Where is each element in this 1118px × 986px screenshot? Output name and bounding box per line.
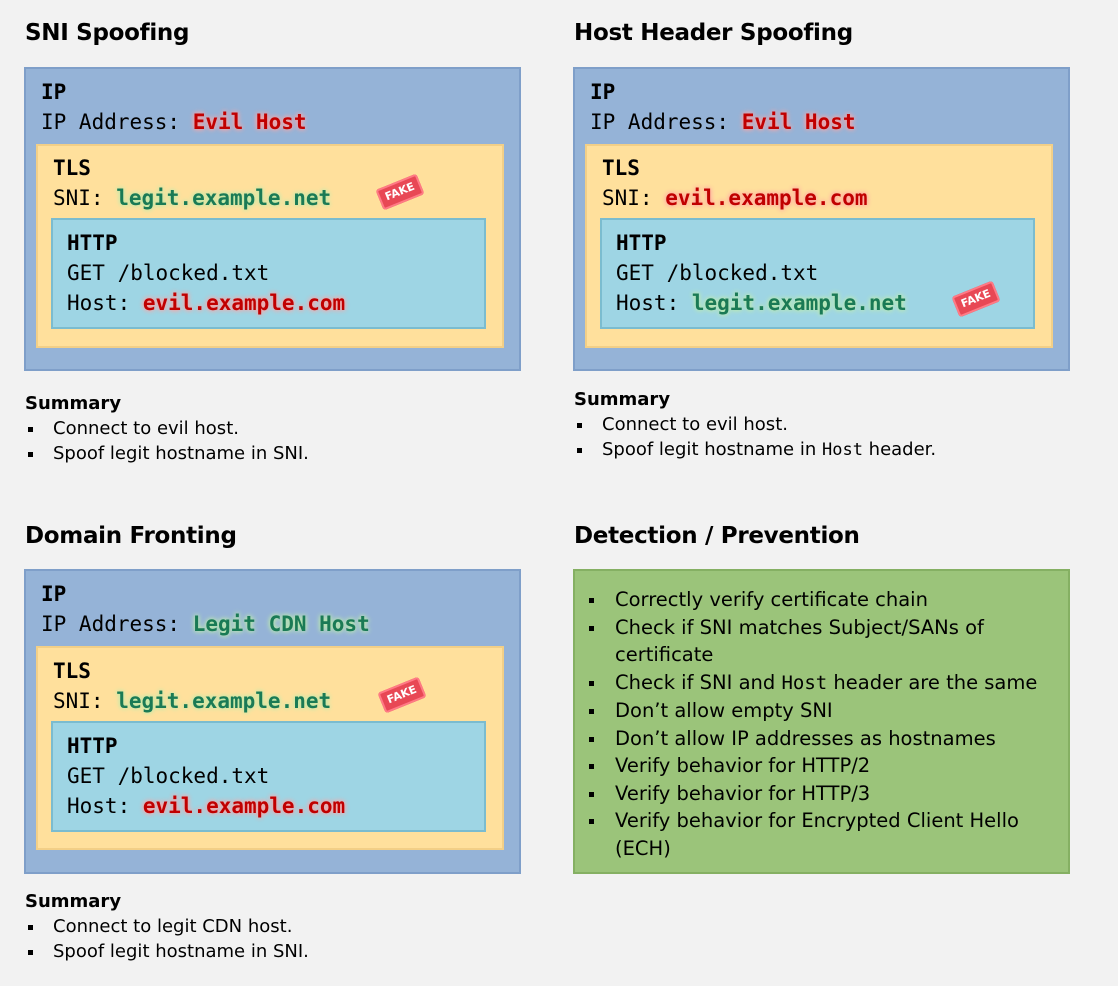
summary-list: Connect to evil host. Spoof legit hostna…	[25, 416, 309, 466]
host-value: evil.example.com	[142, 794, 346, 818]
tls-heading: TLS	[602, 156, 640, 180]
request-line: GET /blocked.txt	[616, 261, 819, 285]
sni-line: SNI: evil.example.com	[602, 185, 868, 211]
ip-heading: IP	[41, 80, 67, 104]
sni-label: SNI:	[53, 689, 117, 713]
domain-fronting-title: Domain Fronting	[25, 523, 237, 549]
host-label: Host:	[67, 794, 143, 818]
request-line: GET /blocked.txt	[67, 261, 270, 285]
detection-item: Verify behavior for Encrypted Client Hel…	[586, 807, 1066, 862]
summary-item: Spoof legit hostname in SNI.	[25, 441, 309, 466]
http-heading: HTTP	[616, 231, 667, 255]
summary-title: Summary	[574, 389, 671, 410]
sni-value: legit.example.net	[116, 689, 332, 713]
detection-item: Don’t allow empty SNI	[586, 697, 1066, 725]
request-line: GET /blocked.txt	[67, 764, 270, 788]
summary-item: Spoof legit hostname in Host header.	[574, 437, 936, 463]
summary-title: Summary	[25, 393, 122, 414]
host-header-code: Host	[781, 671, 828, 694]
host-line: Host: legit.example.net	[616, 290, 907, 316]
http-layer-box	[51, 721, 486, 832]
detection-item: Correctly verify certificate chain	[586, 586, 1066, 614]
detection-item: Check if SNI matches Subject/SANs of cer…	[586, 614, 1066, 669]
host-label: Host:	[616, 291, 692, 315]
tls-heading: TLS	[53, 659, 91, 683]
detection-box	[573, 569, 1070, 874]
tls-heading: TLS	[53, 156, 91, 180]
sni-line: SNI: legit.example.net	[53, 688, 331, 714]
summary-item: Connect to legit CDN host.	[25, 914, 309, 939]
summary-title: Summary	[25, 891, 122, 912]
ip-address-label: IP Address:	[41, 110, 193, 134]
ip-address-line: IP Address: Evil Host	[41, 109, 307, 135]
detection-prevention-title: Detection / Prevention	[574, 523, 860, 549]
http-layer-box	[51, 218, 486, 329]
detection-item: Don’t allow IP addresses as hostnames	[586, 725, 1066, 753]
ip-address-line: IP Address: Legit CDN Host	[41, 611, 370, 637]
ip-address-label: IP Address:	[41, 612, 193, 636]
host-header-spoofing-title: Host Header Spoofing	[574, 20, 853, 46]
ip-address-line: IP Address: Evil Host	[590, 109, 856, 135]
http-heading: HTTP	[67, 734, 118, 758]
ip-address-label: IP Address:	[590, 110, 742, 134]
sni-label: SNI:	[53, 186, 117, 210]
host-header-code: Host	[821, 440, 863, 460]
ip-address-value: Evil Host	[741, 110, 856, 134]
http-heading: HTTP	[67, 231, 118, 255]
sni-value: evil.example.com	[665, 186, 868, 210]
sni-value: legit.example.net	[116, 186, 332, 210]
ip-heading: IP	[41, 582, 67, 606]
sni-label: SNI:	[602, 186, 666, 210]
detection-item: Verify behavior for HTTP/2	[586, 752, 1066, 780]
summary-list: Connect to evil host. Spoof legit hostna…	[574, 412, 936, 463]
ip-address-value: Evil Host	[192, 110, 307, 134]
detection-list: Correctly verify certificate chain Check…	[586, 586, 1066, 862]
host-label: Host:	[67, 291, 143, 315]
ip-heading: IP	[590, 80, 616, 104]
detection-item: Check if SNI and Host header are the sam…	[586, 669, 1066, 698]
sni-spoofing-title: SNI Spoofing	[25, 20, 190, 46]
host-value: legit.example.net	[691, 291, 907, 315]
summary-item: Connect to evil host.	[574, 412, 936, 437]
summary-list: Connect to legit CDN host. Spoof legit h…	[25, 914, 309, 964]
host-value: evil.example.com	[142, 291, 346, 315]
summary-item: Connect to evil host.	[25, 416, 309, 441]
ip-address-value: Legit CDN Host	[192, 612, 370, 636]
host-line: Host: evil.example.com	[67, 793, 345, 819]
summary-item: Spoof legit hostname in SNI.	[25, 939, 309, 964]
detection-item: Verify behavior for HTTP/3	[586, 780, 1066, 808]
sni-line: SNI: legit.example.net	[53, 185, 331, 211]
host-line: Host: evil.example.com	[67, 290, 345, 316]
